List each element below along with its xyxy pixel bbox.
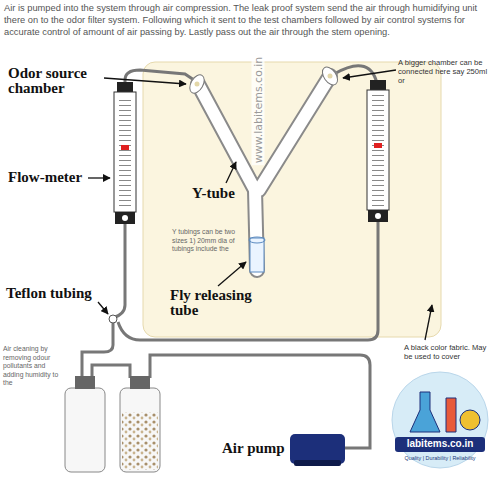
part-label: Air pump	[222, 441, 285, 456]
note-text: A bigger chamber can be connected here s…	[398, 58, 490, 85]
part-label: Flow-meter	[8, 170, 88, 185]
caption-text: Air is pumped into the system through ai…	[4, 2, 496, 38]
air-pump	[290, 434, 345, 466]
note-text: Y tubings can be two sizes 1) 20mm dia o…	[172, 228, 244, 254]
filter-bottle	[120, 376, 160, 472]
watermark: www.labitems.co.in	[252, 55, 265, 165]
note-text: A black color fabric. May be used to cov…	[404, 343, 496, 361]
fly-releasing-tube	[249, 237, 265, 272]
part-label: Y-tube	[192, 186, 235, 201]
wash-bottle	[65, 376, 105, 472]
logo-text: labitems.co.in	[395, 438, 485, 449]
teflon-junction	[109, 315, 117, 323]
odor-chamber	[319, 64, 340, 87]
flow-meter	[367, 80, 389, 222]
part-label: Teflon tubing	[6, 286, 92, 301]
odor-chamber	[187, 72, 207, 95]
fabric-panel	[143, 62, 441, 337]
chamber-hole	[328, 74, 333, 79]
note-text: Air cleaning by removing odour pollutant…	[3, 345, 63, 388]
logo-badge	[392, 372, 488, 468]
flow-meter	[114, 82, 136, 224]
chamber-hole	[195, 82, 200, 87]
part-label: Odor source chamber	[8, 66, 103, 96]
part-label: Fly releasing tube	[170, 288, 265, 318]
logo-tagline: Quality | Durability | Reliability	[390, 455, 490, 461]
